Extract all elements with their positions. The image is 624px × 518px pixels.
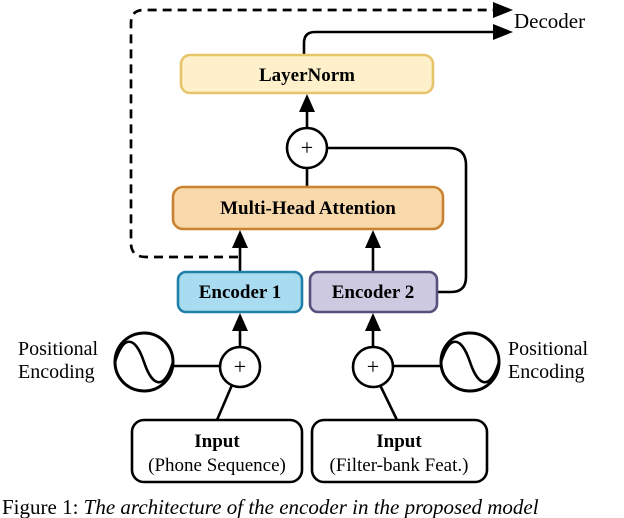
layernorm-to-decoder-line [302,30,496,55]
input1-box [130,418,304,484]
multi-head-attention-label: Multi-Head Attention [220,198,396,219]
positional-encoding-label-right-line1: Positional [508,338,588,360]
encoder2-box [308,270,439,314]
plus-sign-top: + [301,135,313,160]
arrowhead-into-mha-left [232,230,248,248]
plus-sign-right: + [367,354,379,379]
figure-caption: Figure 1: The architecture of the encode… [2,495,539,518]
arrowhead-into-encoder2 [365,313,381,331]
positional-encoding-label-right-line2: Encoding [508,361,585,383]
encoder1-box [176,270,304,314]
figure-caption-prefix: Figure 1: [2,495,84,518]
add-node-top [285,126,329,170]
input2-title: Input [376,431,422,452]
dashed-arrowhead-decoder [493,2,513,18]
plus-sign-left: + [234,354,246,379]
encoder2-label: Encoder 2 [332,282,415,303]
sine-wave-icon-right [439,340,501,384]
arrowhead-into-layernorm [299,94,315,112]
input1-title: Input [194,431,240,452]
input2-box [310,418,489,484]
input2-subtitle: (Filter-bank Feat.) [330,455,469,476]
input2-to-add-line [378,384,399,421]
positional-encoding-label-left-line1: Positional [18,338,98,360]
encoder2-bypass-line [327,146,468,294]
decoder-label: Decoder [514,9,585,33]
figure-caption-body: The architecture of the encoder in the p… [84,495,539,518]
layernorm-label: LayerNorm [259,65,355,86]
arrowhead-into-encoder1 [232,313,248,331]
encoder1-label: Encoder 1 [199,282,282,303]
sine-wave-icon-left [113,340,175,384]
input1-to-add-line [215,384,234,421]
residual-dashed-connection [129,8,496,259]
input1-subtitle: (Phone Sequence) [148,455,286,476]
layernorm-box [179,53,435,95]
arrowhead-into-mha-right [365,230,381,248]
solid-arrowhead-decoder [493,24,513,40]
multi-head-attention-box [171,185,445,231]
positional-encoding-label-left-line2: Encoding [18,361,95,383]
